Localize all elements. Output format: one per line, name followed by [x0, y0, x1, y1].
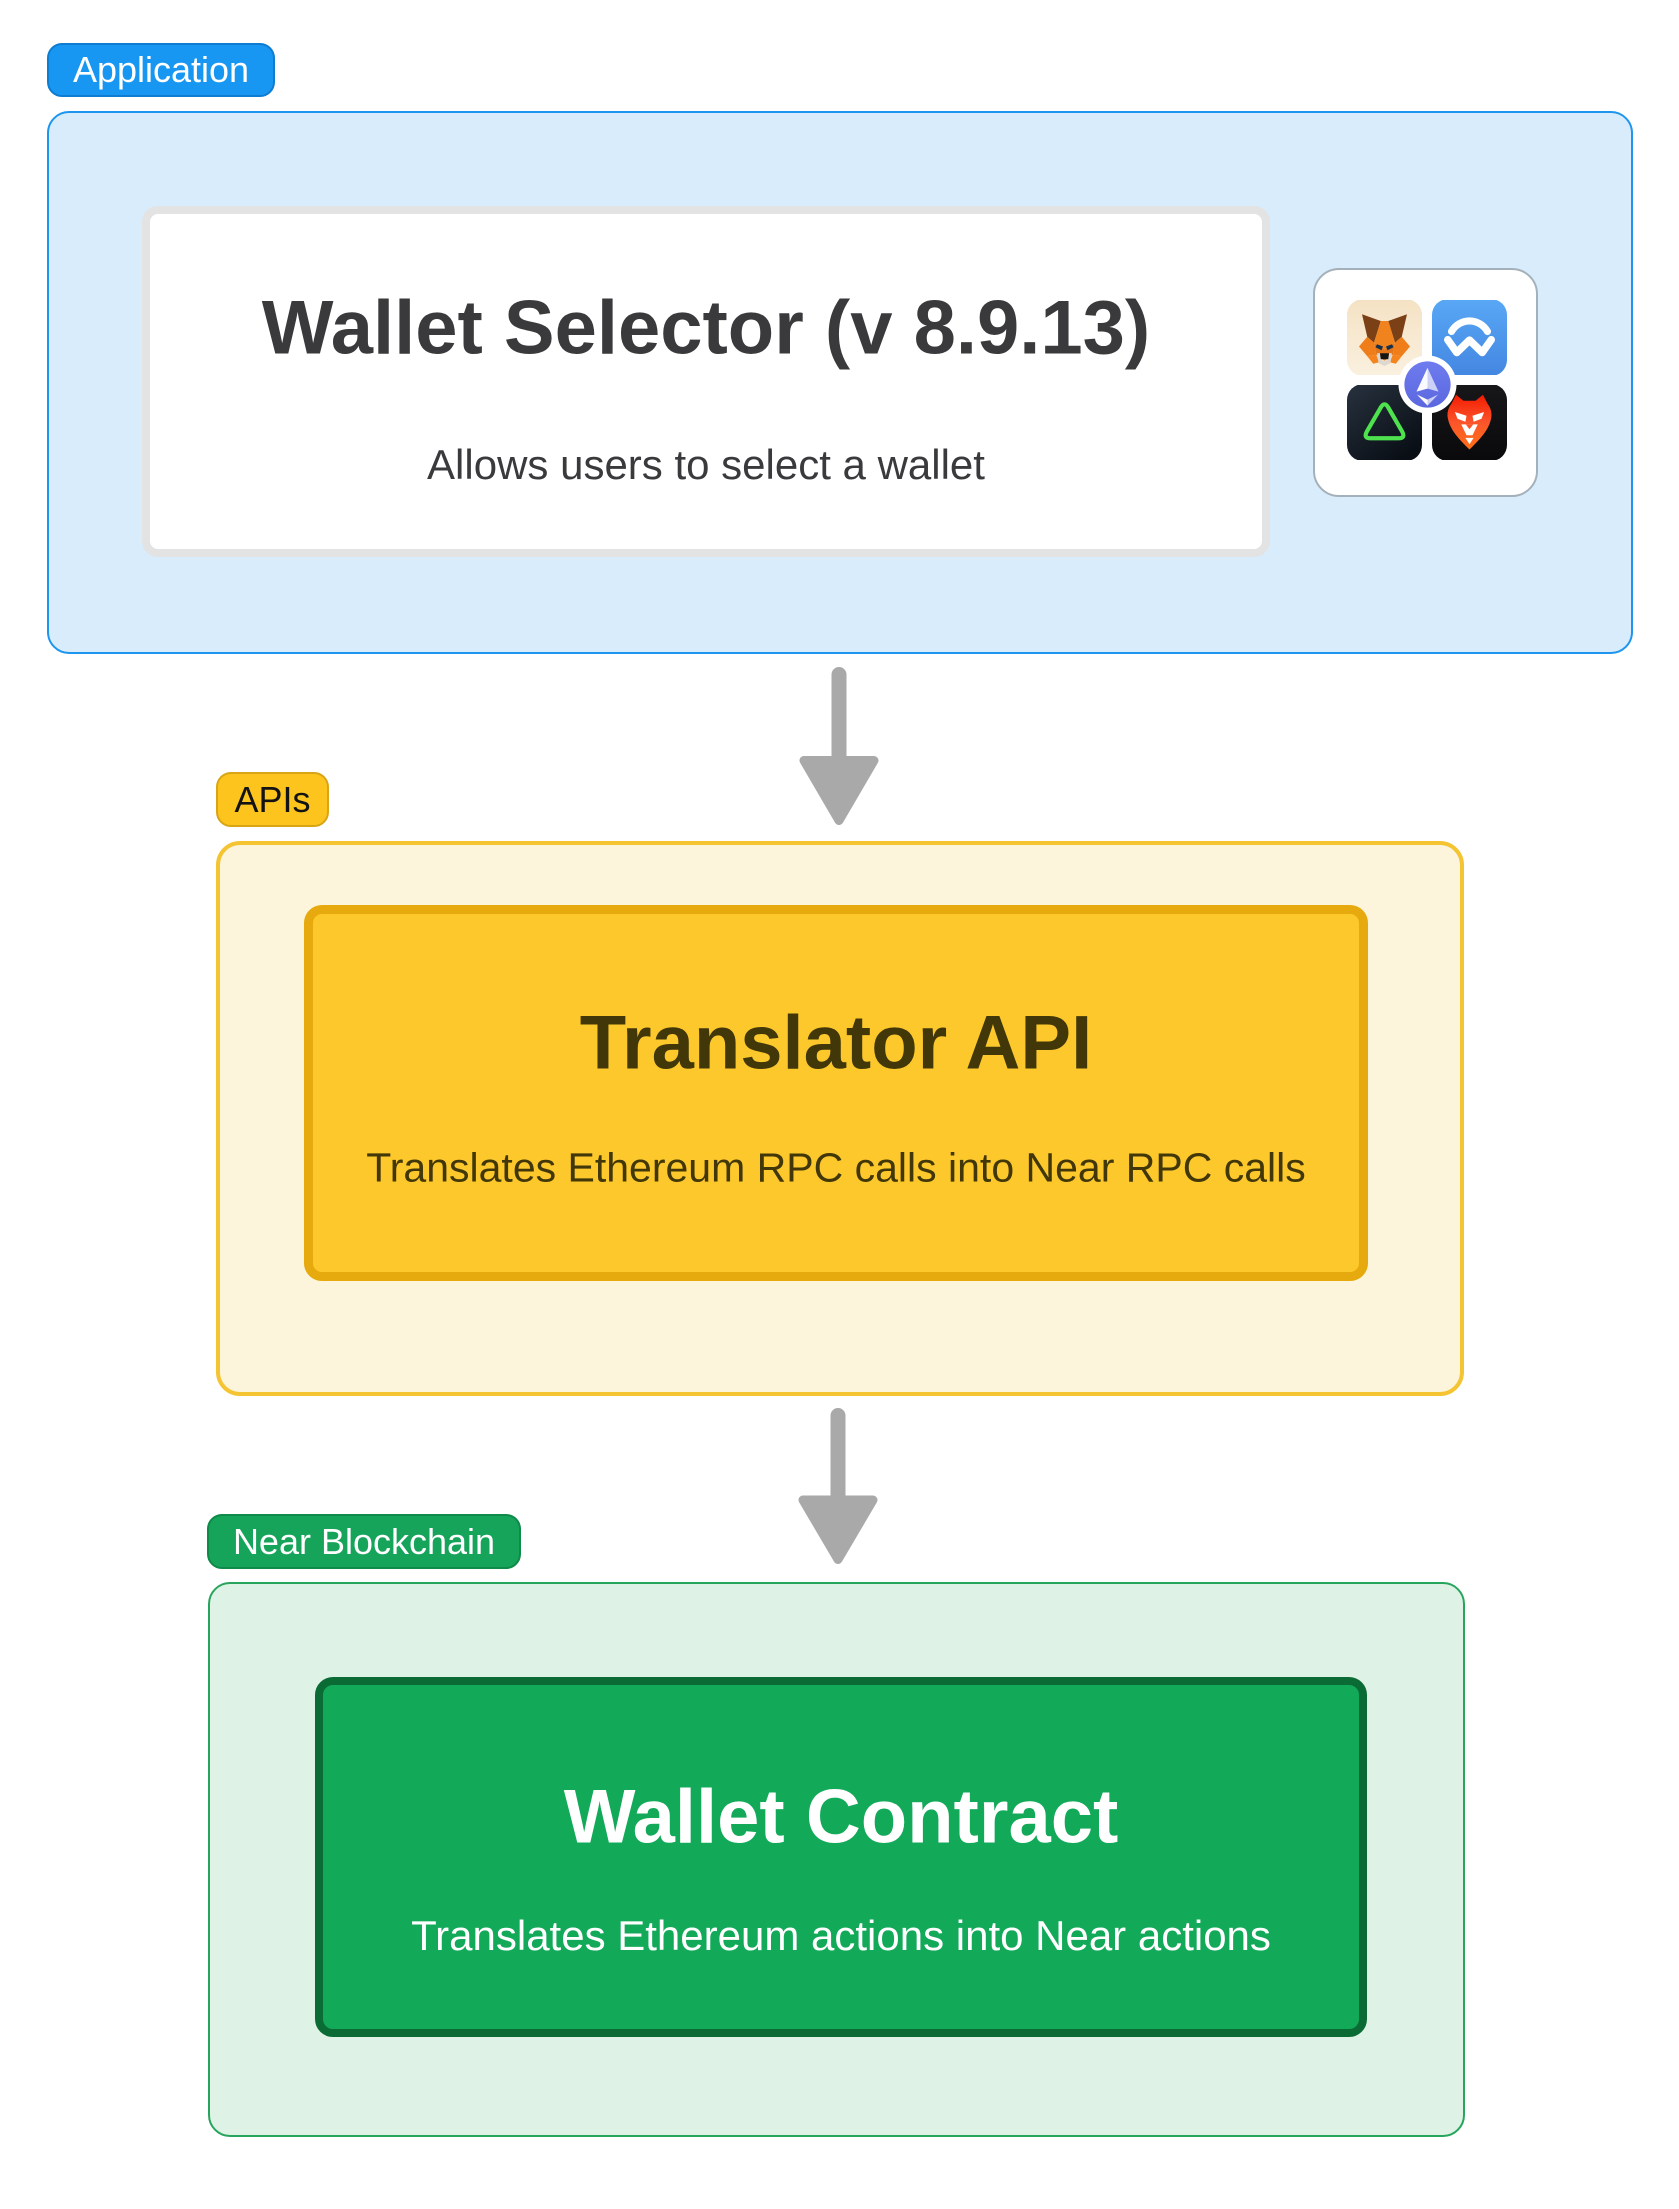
arrow-down-2	[798, 1408, 878, 1564]
translator-api-subtitle: Translates Ethereum RPC calls into Near …	[366, 1144, 1306, 1190]
apis-badge: APIs	[216, 772, 329, 827]
wallet-contract-box: Wallet Contract Translates Ethereum acti…	[315, 1677, 1367, 2037]
wallet-contract-subtitle: Translates Ethereum actions into Near ac…	[411, 1912, 1271, 1959]
wallet-selector-title: Wallet Selector (v 8.9.13)	[261, 285, 1151, 370]
near-blockchain-badge: Near Blockchain	[207, 1514, 521, 1569]
translator-api-title: Translator API	[579, 1000, 1093, 1085]
ethereum-icon	[1398, 355, 1457, 414]
wallet-selector-subtitle: Allows users to select a wallet	[427, 440, 985, 488]
wallet-selector-card: Wallet Selector (v 8.9.13) Allows users …	[142, 206, 1270, 557]
arrow-down-1	[799, 667, 879, 825]
metamask-icon	[1347, 299, 1422, 376]
apis-badge-label: APIs	[234, 778, 311, 820]
application-badge-label: Application	[72, 49, 250, 90]
translator-api-box: Translator API Translates Ethereum RPC c…	[304, 905, 1368, 1281]
application-badge: Application	[47, 43, 275, 97]
wallet-contract-title: Wallet Contract	[563, 1774, 1119, 1859]
near-blockchain-badge-label: Near Blockchain	[232, 1520, 496, 1562]
wallet-icons-card	[1313, 268, 1538, 497]
